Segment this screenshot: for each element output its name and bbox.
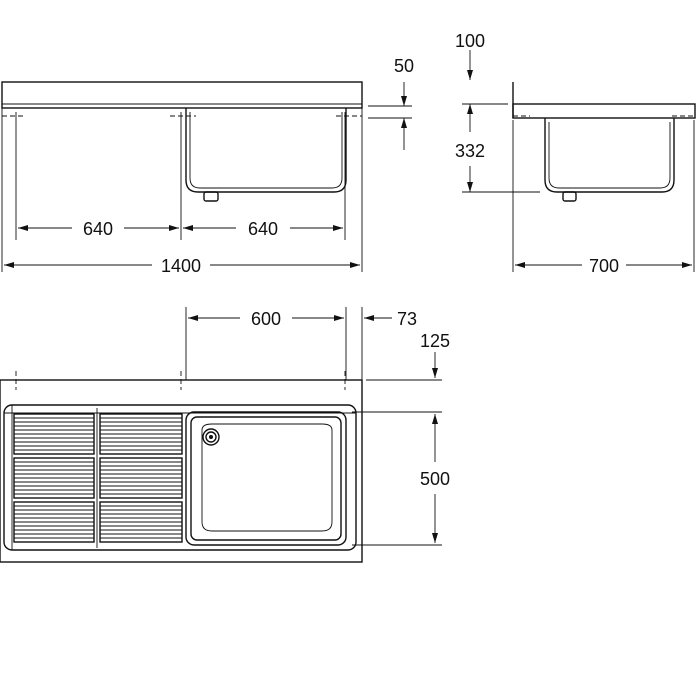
dim-side-offset: 100 [455,31,485,51]
front-view: 640 640 1400 50 [1,56,414,276]
top-view: 600 73 125 500 [0,307,450,563]
front-deck [1,81,363,109]
dim-deck-thickness: 50 [394,56,414,76]
dim-total-depth: 700 [589,256,619,276]
dim-total-width: 1400 [161,256,201,276]
side-view: 100 332 700 [455,31,696,276]
top-deck-outline [0,379,363,563]
dim-front-left-width: 640 [83,219,113,239]
dim-back-margin: 125 [420,331,450,351]
drainboard-grooves [13,408,183,548]
top-bowl-inner [190,416,342,541]
side-drain [562,191,577,202]
top-drain [202,428,220,446]
front-bowl [185,108,347,193]
dim-front-right-width: 640 [248,219,278,239]
dim-bowl-depth: 332 [455,141,485,161]
side-bowl [544,118,675,193]
dim-bowl-length: 500 [420,469,450,489]
dim-right-margin: 73 [397,309,417,329]
top-tray-outline [3,404,357,551]
top-bowl-outer [185,411,347,546]
side-deck [512,103,696,119]
dim-bowl-width: 600 [251,309,281,329]
front-drain [203,191,219,202]
